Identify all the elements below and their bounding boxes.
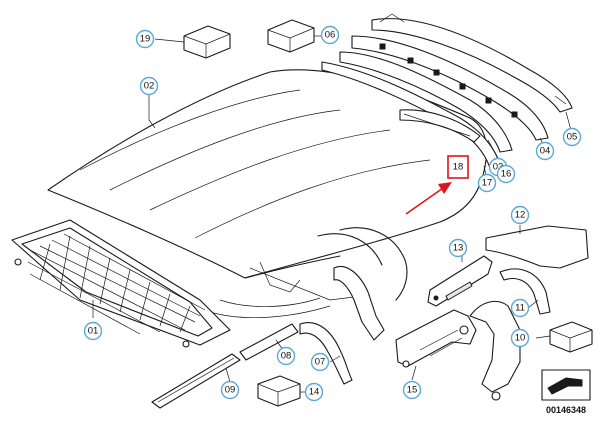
callout-label: 07 [315, 357, 326, 368]
diagram-id: 00146348 [546, 405, 586, 415]
callout-06[interactable]: 06 [320, 25, 340, 45]
callout-circle [562, 127, 582, 147]
callout-circle [535, 141, 555, 161]
callout-10[interactable]: 10 [510, 328, 530, 348]
callout-circle [496, 164, 516, 184]
callout-04[interactable]: 04 [535, 141, 555, 161]
callout-label: 11 [515, 303, 525, 314]
callout-circle [83, 321, 103, 341]
callout-label: 13 [453, 243, 464, 254]
rear-window-frame[interactable] [11, 219, 231, 348]
callout-12[interactable]: 12 [510, 205, 530, 225]
kit-box-10[interactable] [549, 321, 593, 353]
callout-13[interactable]: 13 [448, 238, 468, 258]
callout-circle [448, 238, 468, 258]
callout-label: 02 [144, 81, 155, 92]
callout-label: 04 [540, 146, 551, 157]
callout-17[interactable]: 17 [477, 173, 497, 193]
callout-07[interactable]: 07 [310, 352, 330, 372]
callout-label: 16 [501, 169, 512, 180]
callout-02[interactable]: 02 [139, 76, 159, 96]
callout-label: 17 [482, 178, 493, 189]
callout-label: 08 [281, 351, 292, 362]
callout-09[interactable]: 09 [220, 380, 240, 400]
trim-strip-07[interactable] [299, 322, 353, 385]
callout-circle [135, 29, 155, 49]
kit-box-06[interactable] [267, 19, 315, 53]
callout-circle [510, 205, 530, 225]
trim-strip-09[interactable] [151, 353, 241, 409]
callout-circle [510, 328, 530, 348]
callout-circle [477, 173, 497, 193]
callouts-layer: 01 02 03 04 05 06 07 08 09 10 11 12 13 14 15 16 17 19 [83, 25, 582, 402]
callout-08[interactable]: 08 [276, 346, 296, 366]
side-trim-13[interactable] [427, 255, 493, 307]
side-trim-12[interactable] [485, 225, 589, 269]
highlight-label: 18 [453, 162, 464, 173]
callout-circle [320, 25, 340, 45]
callout-circle [304, 382, 324, 402]
callout-label: 06 [325, 30, 336, 41]
callout-label: 15 [407, 385, 418, 396]
callout-05[interactable]: 05 [562, 127, 582, 147]
callout-circle [310, 352, 330, 372]
callout-16[interactable]: 16 [496, 164, 516, 184]
diagram-id-badge: 00146348 [541, 369, 591, 415]
callout-label: 10 [515, 333, 526, 344]
callout-label: 03 [493, 162, 504, 173]
callout-14[interactable]: 14 [304, 382, 324, 402]
callout-19[interactable]: 19 [135, 29, 155, 49]
roof-seal-strip-17[interactable] [399, 109, 481, 143]
side-trim-11[interactable] [499, 268, 551, 315]
window-mesh [27, 233, 206, 335]
callout-circle [220, 380, 240, 400]
callout-15[interactable]: 15 [402, 380, 422, 400]
callout-label: 19 [140, 34, 151, 45]
callout-circle [139, 76, 159, 96]
kit-box-14[interactable] [257, 375, 301, 407]
callout-circle [276, 346, 296, 366]
callout-11[interactable]: 11 [510, 298, 530, 318]
callout-label: 09 [225, 385, 236, 396]
callout-circle [402, 380, 422, 400]
roof-seal-strip-05[interactable] [371, 13, 573, 113]
red-pointer-arrow [405, 182, 452, 215]
callout-label: 01 [88, 326, 99, 337]
callout-label: 14 [309, 387, 320, 398]
kit-box-19[interactable] [183, 25, 231, 59]
roof-seal-strip-03[interactable] [339, 51, 513, 153]
soft-top-panel[interactable] [47, 69, 488, 279]
callout-label: 12 [515, 210, 526, 221]
folding-bracket-15[interactable] [333, 266, 521, 401]
callout-01[interactable]: 01 [83, 321, 103, 341]
roof-seal-strip-04[interactable] [351, 35, 549, 141]
callout-label: 05 [567, 132, 578, 143]
highlight-callout-18[interactable]: 18 [447, 155, 469, 179]
callout-circle [510, 298, 530, 318]
trim-strip-08[interactable] [239, 323, 299, 361]
